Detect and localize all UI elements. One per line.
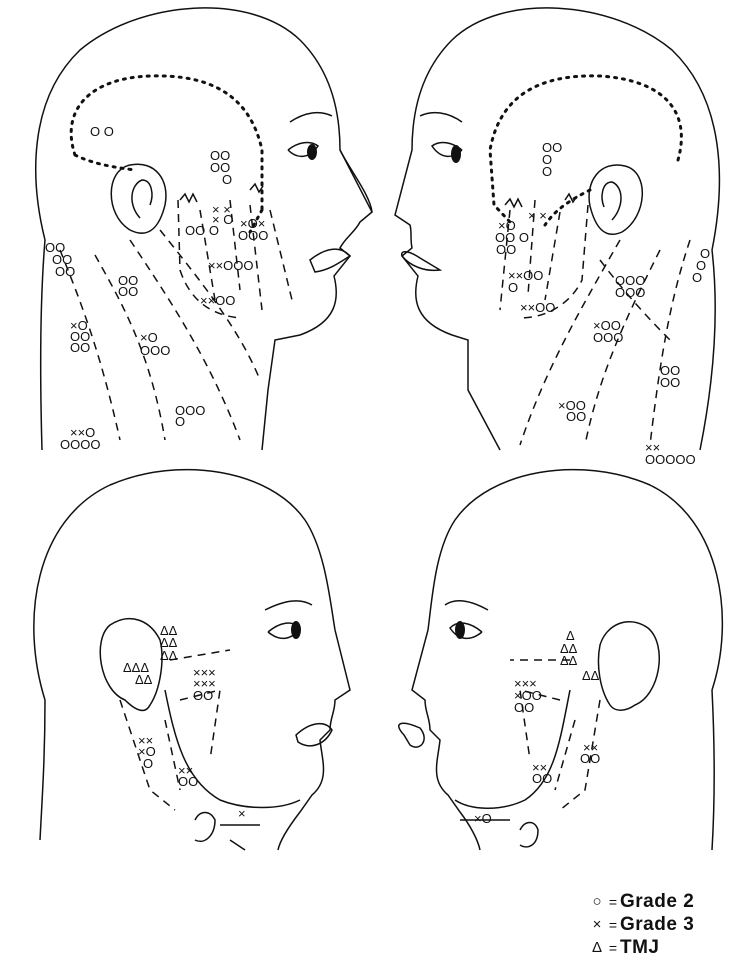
triangle-icon: Δ [588, 939, 606, 956]
neck-back [700, 250, 715, 450]
marker-grade2: OOOOO [645, 452, 696, 467]
marker-grade2: O [175, 414, 185, 429]
marker-grade2: OO [580, 751, 600, 766]
circle-icon: ○ [588, 893, 606, 910]
eyebrow [265, 601, 312, 610]
jaw-line [455, 690, 570, 808]
marker-grade2: OO [118, 284, 138, 299]
marker-grade2: O [508, 280, 518, 295]
equals-sign: = [606, 940, 620, 956]
legend-item-grade-3: × = Grade 3 [588, 913, 738, 936]
marker-grade3: ××OOO [208, 258, 254, 273]
pupil [307, 144, 317, 160]
pupil [291, 621, 301, 639]
marker-grade2: OOO [238, 228, 268, 243]
zigzag [505, 194, 577, 207]
lips [310, 249, 350, 272]
throat [460, 820, 538, 847]
marker-grade2: OO [532, 771, 552, 786]
marker-grade2: OOO [140, 343, 170, 358]
neck-dashed-1 [650, 240, 690, 445]
marker-grade3: × × [528, 208, 547, 223]
marker-grade2: O [143, 756, 153, 771]
marker-grade2: OO [660, 375, 680, 390]
marker-tmj: ΔΔ [560, 653, 578, 668]
neck-back [712, 690, 714, 850]
marker-grade2: OOOO [60, 437, 100, 452]
ear-inner [132, 180, 152, 218]
marker-tmj: ΔΔ [582, 668, 600, 683]
marker-grade2: OOO [593, 330, 623, 345]
ear [111, 164, 166, 233]
marker-tmj: ΔΔ [135, 672, 153, 687]
equals-sign: = [606, 894, 620, 910]
legend: ○ = Grade 2 × = Grade 3 Δ = TMJ [588, 890, 738, 959]
eye [450, 623, 482, 638]
marker-grade2: O [542, 164, 552, 179]
marker-grade2: OO [193, 688, 213, 703]
legend-label: TMJ [620, 937, 660, 959]
ear-inner [602, 182, 621, 220]
marker-grade2: O O [90, 124, 114, 139]
head-bottom-left [34, 470, 350, 850]
legend-label: Grade 2 [620, 891, 694, 913]
markers: O O OO OO O × × × O OO O ×O× OOO ××OOO ×… [45, 124, 710, 826]
dotted-scalp-region [490, 76, 681, 225]
jaw-line [165, 690, 300, 808]
marker-grade2: OO [70, 340, 90, 355]
lips [402, 252, 440, 271]
head-outline [34, 470, 350, 850]
marker-grade2: OO [55, 264, 75, 279]
pupil [455, 621, 465, 639]
marker-grade2: O [692, 270, 702, 285]
cross-icon: × [588, 916, 606, 933]
marker-grade3: ×O [474, 811, 492, 826]
marker-grade2: OO [514, 700, 534, 715]
marker-grade2: OO [496, 242, 516, 257]
marker-grade3: × [238, 806, 246, 821]
eyebrow [420, 113, 462, 122]
marker-grade2: OO [178, 774, 198, 789]
lips [296, 724, 332, 746]
neck-back [40, 700, 45, 840]
neck-back [41, 240, 45, 450]
marker-grade3: ××OO [200, 293, 235, 308]
ear [589, 165, 642, 234]
legend-label: Grade 3 [620, 914, 694, 936]
pupil [451, 145, 461, 163]
marker-grade2: OO O [185, 223, 219, 238]
ear [598, 622, 659, 711]
throat [195, 813, 260, 851]
marker-grade2: OOO [615, 285, 645, 300]
marker-grade2: OO [566, 409, 586, 424]
marker-grade2: O [222, 172, 232, 187]
legend-item-tmj: Δ = TMJ [588, 936, 738, 959]
equals-sign: = [606, 917, 620, 933]
dotted-scalp-region [71, 76, 262, 232]
marker-grade3: ××OO [520, 300, 555, 315]
legend-item-grade-2: ○ = Grade 2 [588, 890, 738, 913]
lips [399, 723, 424, 747]
eyebrow [445, 601, 488, 610]
eyebrow [290, 113, 332, 122]
marker-tmj: ΔΔ [160, 648, 178, 663]
